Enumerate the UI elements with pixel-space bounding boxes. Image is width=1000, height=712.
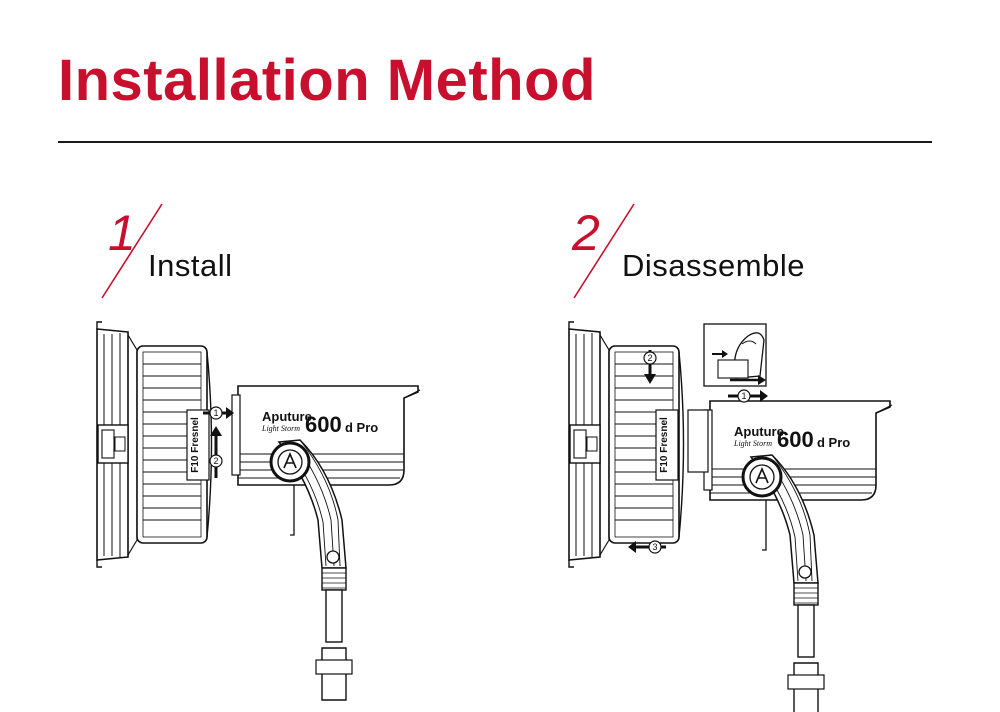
step-1-label: Install xyxy=(148,248,233,283)
disassemble-barn-door xyxy=(568,321,610,568)
disassemble-series: Light Storm xyxy=(733,439,772,448)
step-1-number: 1 xyxy=(108,205,136,261)
disassemble-diagram: F10 Fresnel Aputure Light Storm 600 d Pr… xyxy=(568,321,893,712)
install-arrow-2: 2 xyxy=(209,426,223,478)
step-2-number: 2 xyxy=(572,205,600,261)
install-model-suffix: d Pro xyxy=(345,420,378,435)
page-title: Installation Method xyxy=(58,48,596,113)
disassemble-arrow-1: 1 xyxy=(728,389,768,403)
disassemble-marker-2: 2 xyxy=(647,353,652,363)
disassemble-marker-3: 3 xyxy=(652,542,657,552)
disassemble-lens-mount xyxy=(687,409,709,473)
disassemble-latch-detail xyxy=(703,323,767,387)
title-divider xyxy=(58,141,932,143)
step-1-slash xyxy=(101,203,163,299)
disassemble-brand: Aputure xyxy=(734,424,784,439)
disassemble-model-suffix: d Pro xyxy=(817,435,850,450)
disassemble-arrow-3: 3 xyxy=(628,540,666,554)
install-series: Light Storm xyxy=(261,424,300,433)
disassemble-fresnel-label: F10 Fresnel xyxy=(659,417,670,473)
disassemble-arrow-2: 2 xyxy=(643,350,657,384)
install-fresnel-label-plate xyxy=(186,409,210,481)
install-marker-2: 2 xyxy=(213,456,218,466)
install-fresnel-label: F10 Fresnel xyxy=(190,417,201,473)
disassemble-marker-1: 1 xyxy=(741,391,746,401)
install-diagram: F10 Fresnel Aputure Light Storm 600 d Pr… xyxy=(96,321,421,702)
install-barn-door xyxy=(96,321,138,568)
disassemble-model-number: 600 xyxy=(777,427,814,452)
install-arrow-1: 1 xyxy=(203,406,234,420)
step-2-label: Disassemble xyxy=(622,248,805,283)
install-model-number: 600 xyxy=(305,412,342,437)
step-2-slash xyxy=(573,203,635,299)
install-brand: Aputure xyxy=(262,409,312,424)
install-marker-1: 1 xyxy=(213,408,218,418)
disassemble-fresnel-label-plate xyxy=(655,409,679,481)
